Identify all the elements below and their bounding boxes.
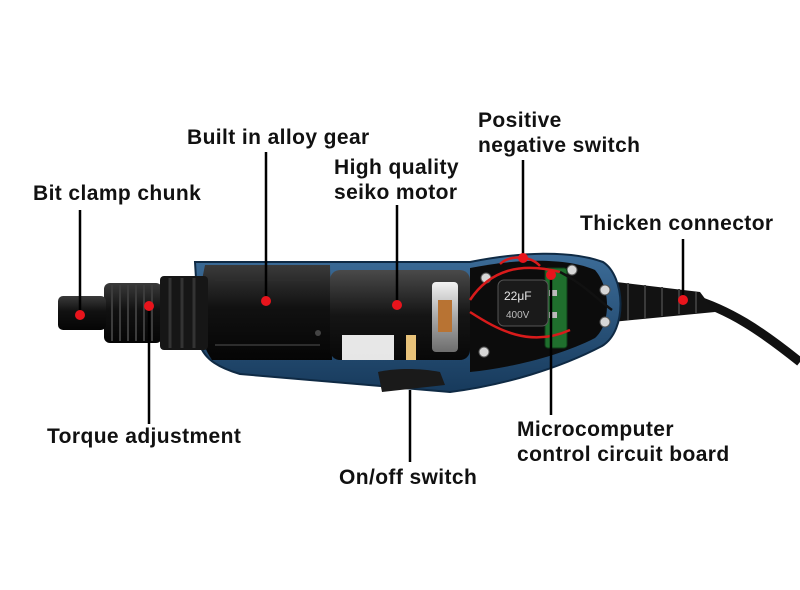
capacitor: 22μF 400V — [497, 279, 549, 327]
marker-connector — [678, 295, 688, 305]
marker-alloy-gear — [261, 296, 271, 306]
label-motor-line2: seiko motor — [334, 181, 458, 204]
red-markers — [75, 253, 688, 320]
label-on-off-switch: On/off switch — [339, 466, 478, 489]
torque-collar — [104, 276, 208, 350]
label-pn-switch-line1: Positive — [478, 109, 562, 132]
capacitor-voltage: 400V — [506, 310, 530, 321]
label-built-in-alloy-gear: Built in alloy gear — [187, 126, 370, 149]
capacitor-value: 22μF — [504, 289, 532, 303]
label-board-line1: Microcomputer — [517, 418, 674, 441]
label-board-line2: control circuit board — [517, 443, 730, 466]
label-pn-switch-line2: negative switch — [478, 134, 641, 157]
gear-case — [202, 265, 332, 360]
label-thicken-connector: Thicken connector — [580, 212, 774, 235]
marker-board — [546, 270, 556, 280]
marker-pn-switch — [518, 253, 528, 263]
marker-motor — [392, 300, 402, 310]
label-bit-clamp-chunk: Bit clamp chunk — [33, 182, 202, 205]
marker-torque — [144, 301, 154, 311]
label-torque-adjustment: Torque adjustment — [47, 425, 242, 448]
on-off-switch — [378, 369, 445, 392]
marker-bit-clamp — [75, 310, 85, 320]
motor-end-bell — [432, 282, 458, 352]
thicken-connector — [600, 280, 715, 322]
label-motor-line1: High quality — [334, 156, 459, 179]
leader-lines — [78, 152, 685, 462]
